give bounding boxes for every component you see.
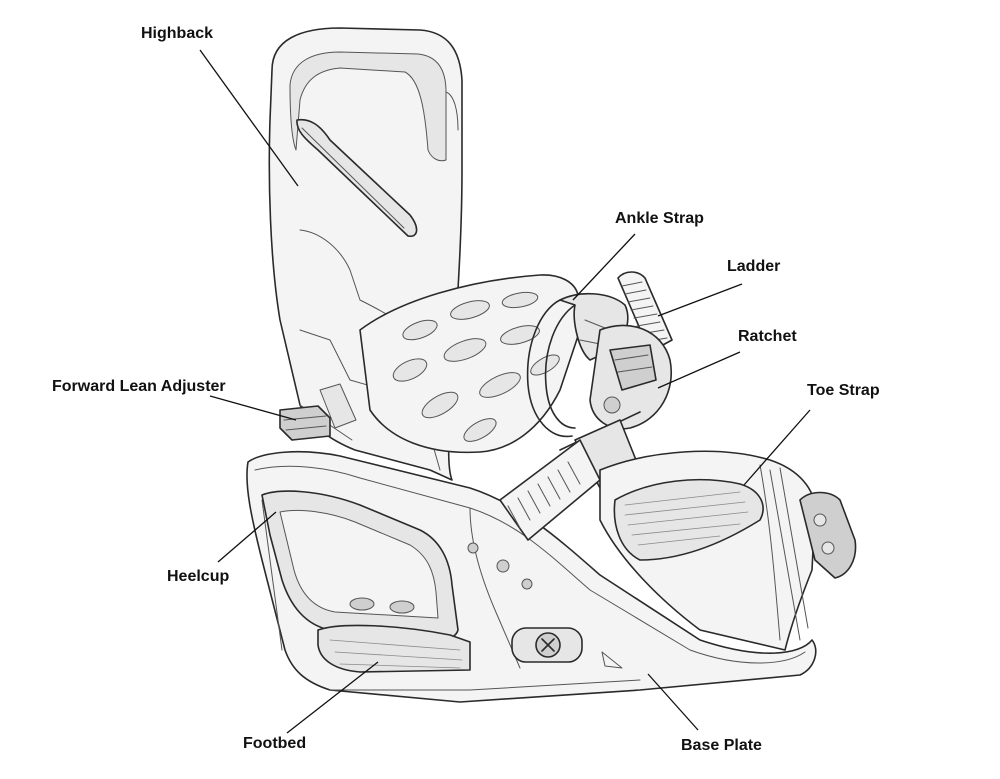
leader-highback (199, 49, 299, 187)
leader-lines (199, 49, 811, 734)
leader-ratchet (657, 351, 741, 389)
leader-ladder (657, 283, 743, 317)
label-heelcup: Heelcup (167, 568, 230, 585)
leader-base-plate (647, 673, 699, 731)
ladder-shape (617, 271, 673, 353)
footbed-shape (317, 624, 471, 673)
leader-toe-strap (743, 409, 811, 486)
forward-lean-adjuster-shape (279, 405, 331, 441)
heelcup-shape (261, 490, 459, 642)
label-ankle-strap: Ankle Strap (615, 210, 704, 227)
label-ratchet: Ratchet (738, 328, 797, 345)
label-ladder: Ladder (727, 258, 781, 275)
label-footbed: Footbed (243, 735, 307, 752)
ankle-cushion-mesh (359, 274, 581, 454)
label-toe-strap: Toe Strap (807, 382, 880, 399)
leader-footbed (286, 661, 379, 734)
label-highback: Highback (141, 25, 214, 42)
leader-ankle-strap (572, 233, 636, 301)
base-hardware (467, 542, 623, 669)
leader-forward-lean (209, 395, 297, 421)
label-base-plate: Base Plate (681, 737, 762, 754)
label-forward-lean-adjuster: Forward Lean Adjuster (52, 378, 226, 395)
leader-heelcup (217, 511, 277, 563)
toe-strap-shape (599, 450, 857, 651)
